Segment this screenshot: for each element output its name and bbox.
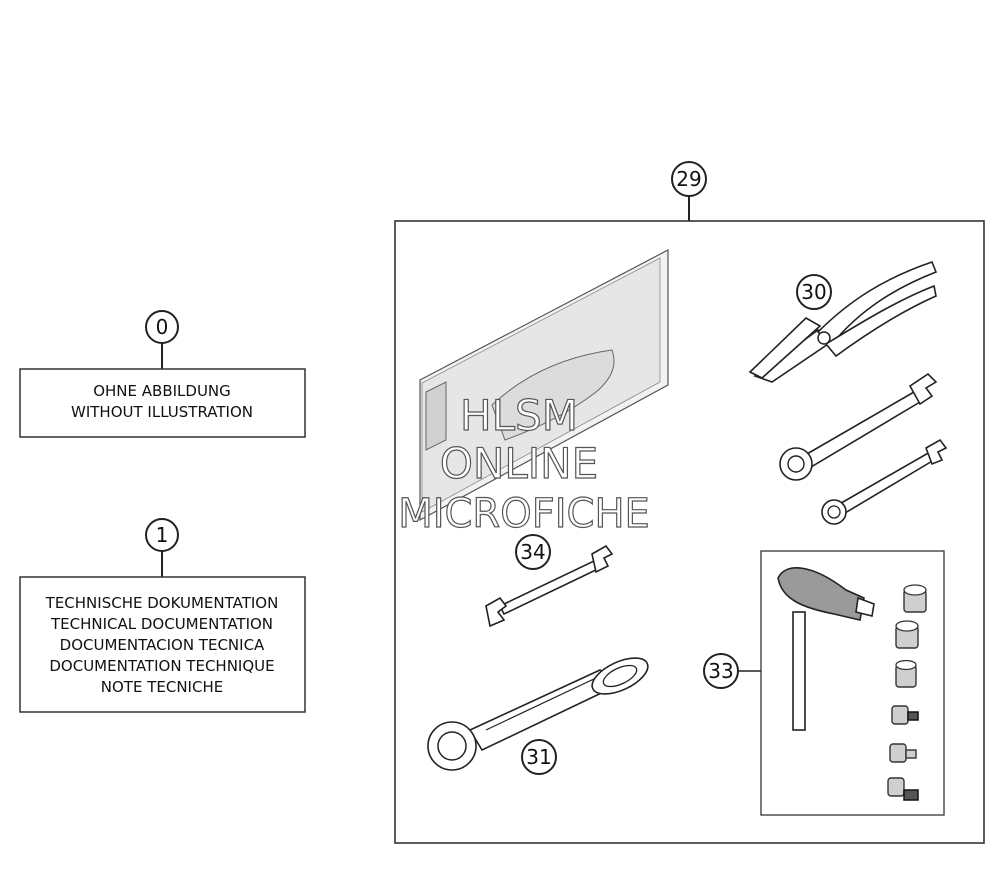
watermark-line-2: ONLINE bbox=[440, 439, 598, 488]
callout-33-number: 33 bbox=[708, 659, 733, 683]
callout-1[interactable]: 1 bbox=[145, 518, 179, 552]
manual-booklet-icon bbox=[419, 249, 669, 522]
open-end-wrench-icon bbox=[485, 544, 614, 628]
callout-29-number: 29 bbox=[676, 167, 701, 191]
socket-set-frame bbox=[760, 550, 945, 816]
callout-31-number: 31 bbox=[526, 745, 551, 769]
pliers-icon bbox=[748, 260, 938, 383]
callout-33[interactable]: 33 bbox=[703, 653, 739, 689]
combination-wrench-large-icon bbox=[779, 372, 938, 481]
callout-0-number: 0 bbox=[156, 315, 169, 339]
technical-doc-line-3: DOCUMENTACION TECNICA bbox=[60, 636, 265, 654]
socket-bits-icon bbox=[887, 584, 927, 801]
tool-kit-frame bbox=[394, 220, 985, 844]
watermark: HLSM ONLINE MICROFICHE bbox=[398, 390, 651, 537]
watermark-line-3: MICROFICHE bbox=[398, 491, 650, 537]
technical-doc-line-4: DOCUMENTATION TECHNIQUE bbox=[49, 657, 274, 675]
ring-wrench-icon bbox=[427, 657, 649, 771]
watermark-line-1: HLSM bbox=[460, 391, 578, 440]
technical-doc-line-1: TECHNISCHE DOKUMENTATION bbox=[45, 594, 279, 612]
technical-doc-line-2: TECHNICAL DOCUMENTATION bbox=[50, 615, 273, 633]
no-illustration-line-2: WITHOUT ILLUSTRATION bbox=[71, 403, 253, 421]
no-illustration-line-1: OHNE ABBILDUNG bbox=[93, 382, 231, 400]
combination-wrench-small-icon bbox=[821, 438, 948, 525]
technical-doc-line-5: NOTE TECNICHE bbox=[101, 678, 223, 696]
callout-29[interactable]: 29 bbox=[671, 161, 707, 197]
t-handle-icon bbox=[777, 567, 875, 731]
callout-30-number: 30 bbox=[801, 280, 826, 304]
technical-doc-box: TECHNISCHE DOKUMENTATION TECHNICAL DOCUM… bbox=[19, 576, 306, 713]
no-illustration-box: OHNE ABBILDUNG WITHOUT ILLUSTRATION bbox=[19, 368, 306, 438]
callout-34-number: 34 bbox=[520, 540, 545, 564]
callout-31[interactable]: 31 bbox=[521, 739, 557, 775]
callout-30[interactable]: 30 bbox=[796, 274, 832, 310]
callout-34[interactable]: 34 bbox=[515, 534, 551, 570]
callout-0[interactable]: 0 bbox=[145, 310, 179, 344]
callout-1-number: 1 bbox=[156, 523, 169, 547]
